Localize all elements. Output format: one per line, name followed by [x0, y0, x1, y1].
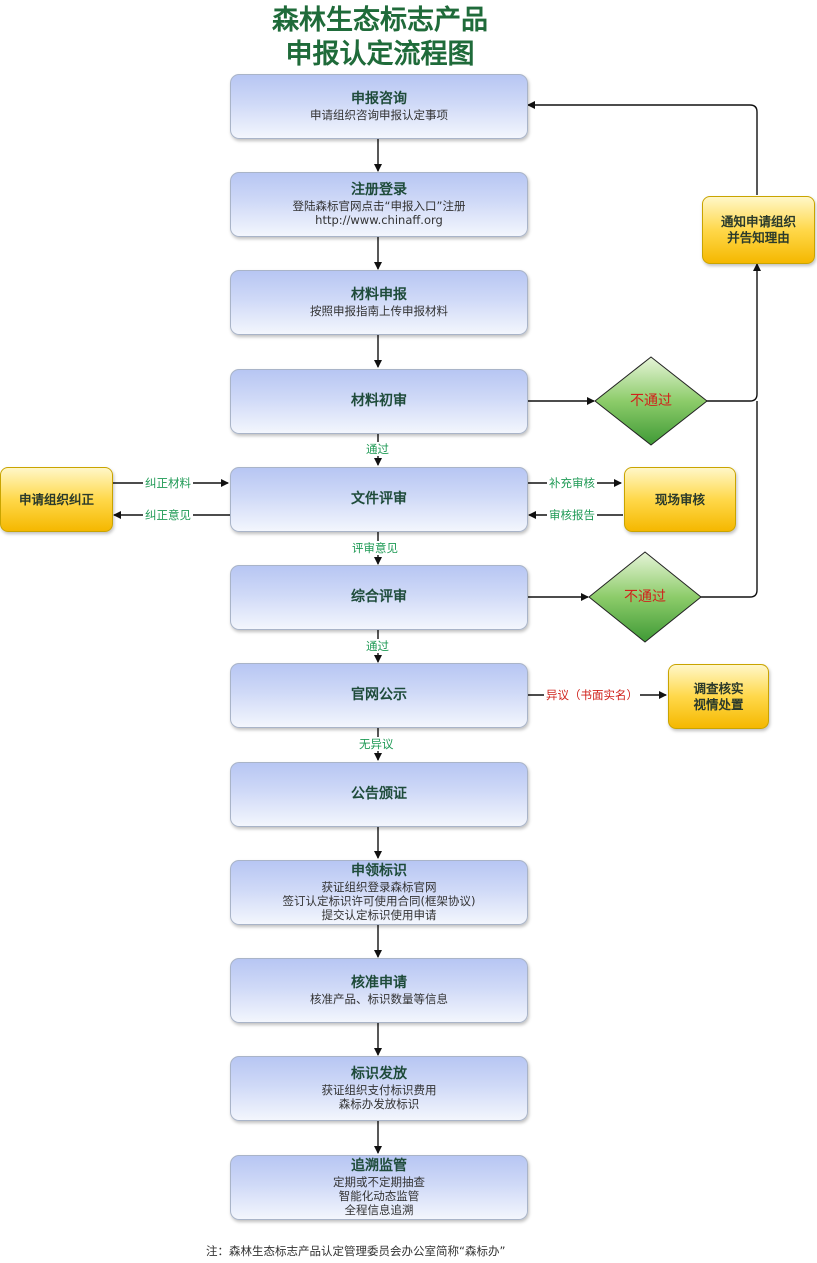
edge-label-objection: 异议（书面实名） [544, 688, 640, 702]
step-title: 综合评审 [351, 589, 407, 605]
step-consult: 申报咨询 申请组织咨询申报认定事项 [230, 74, 528, 139]
decision-diamond-1 [594, 356, 708, 446]
step-desc: 获证组织支付标识费用 [321, 1083, 437, 1097]
step-title: 文件评审 [351, 491, 407, 507]
notify-line-1: 通知申请组织 [720, 214, 796, 229]
step-title: 申报咨询 [351, 91, 407, 107]
step-desc: 定期或不定期抽查 [333, 1175, 425, 1189]
step-precheck: 材料初审 [230, 369, 528, 434]
step-desc: 获证组织登录森标官网 [321, 880, 437, 894]
notify-applicant-box: 通知申请组织 并告知理由 [702, 196, 815, 264]
notify-line-2: 并告知理由 [727, 230, 790, 245]
step-submit: 材料申报 按照申报指南上传申报材料 [230, 270, 528, 335]
line-fail2-up [700, 401, 758, 598]
applicant-correct-box: 申请组织纠正 [0, 467, 113, 532]
edge-label-no-objection: 无异议 [357, 737, 396, 751]
decision-fail-label-1: 不通过 [630, 393, 672, 409]
correct-label: 申请组织纠正 [18, 491, 94, 507]
step-desc: 申请组织咨询申报认定事项 [310, 108, 448, 122]
step-url: http://www.chinaff.org [315, 213, 443, 227]
step-trace: 追溯监管 定期或不定期抽查 智能化动态监管 全程信息追溯 [230, 1155, 528, 1220]
step-title: 申领标识 [351, 863, 407, 879]
diagram-title: 森林生态标志产品 申报认定流程图 [180, 4, 580, 72]
investigate-box: 调查核实 视情处置 [668, 664, 769, 729]
step-desc: 登陆森标官网点击“申报入口”注册 [292, 199, 466, 213]
investigate-line-1: 调查核实 [693, 680, 744, 696]
step-register: 注册登录 登陆森标官网点击“申报入口”注册 http://www.chinaff… [230, 172, 528, 237]
step-title: 注册登录 [351, 182, 407, 198]
step-desc: 核准产品、标识数量等信息 [310, 992, 448, 1006]
edge-label-review-opinion: 评审意见 [350, 541, 400, 555]
arrow-fail1-notify [706, 263, 761, 402]
step-desc: 智能化动态监管 [338, 1189, 420, 1203]
decision-fail-label-2: 不通过 [624, 589, 666, 605]
edge-label-supplement-audit: 补充审核 [547, 476, 597, 490]
title-line-2: 申报认定流程图 [285, 39, 475, 70]
step-apply-label: 申领标识 获证组织登录森标官网 签订认定标识许可使用合同(框架协议) 提交认定标… [230, 860, 528, 925]
step-desc: 全程信息追溯 [344, 1203, 414, 1217]
step-title: 材料申报 [351, 287, 407, 303]
edge-label-correct-materials: 纠正材料 [143, 476, 193, 490]
step-announce: 公告颁证 [230, 762, 528, 827]
step-document-review: 文件评审 [230, 467, 528, 532]
onsite-label: 现场审核 [654, 491, 705, 507]
edge-label-audit-report: 审核报告 [547, 508, 597, 522]
title-line-1: 森林生态标志产品 [272, 5, 488, 36]
step-title: 公告颁证 [351, 786, 407, 802]
step-approve: 核准申请 核准产品、标识数量等信息 [230, 958, 528, 1023]
step-issue: 标识发放 获证组织支付标识费用 森标办发放标识 [230, 1056, 528, 1121]
step-publicize: 官网公示 [230, 663, 528, 728]
step-title: 标识发放 [351, 1066, 407, 1082]
footnote: 注：森林生态标志产品认定管理委员会办公室简称“森标办” [206, 1244, 506, 1258]
onsite-audit-box: 现场审核 [624, 467, 736, 532]
edge-label-pass-2: 通过 [364, 639, 391, 653]
decision-diamond-2 [588, 551, 702, 643]
step-comprehensive-review: 综合评审 [230, 565, 528, 630]
step-desc: 签订认定标识许可使用合同(框架协议) [282, 894, 476, 908]
arrow-notify-consult [527, 101, 758, 195]
step-title: 追溯监管 [351, 1158, 407, 1174]
step-title: 官网公示 [351, 687, 407, 703]
step-title: 材料初审 [351, 393, 407, 409]
investigate-line-2: 视情处置 [693, 696, 744, 712]
edge-label-pass-1: 通过 [364, 442, 391, 456]
step-desc: 提交认定标识使用申请 [321, 908, 437, 922]
edge-label-correct-opinion: 纠正意见 [143, 508, 193, 522]
step-title: 核准申请 [351, 975, 407, 991]
step-desc: 森标办发放标识 [338, 1097, 420, 1111]
step-desc: 按照申报指南上传申报材料 [310, 304, 448, 318]
